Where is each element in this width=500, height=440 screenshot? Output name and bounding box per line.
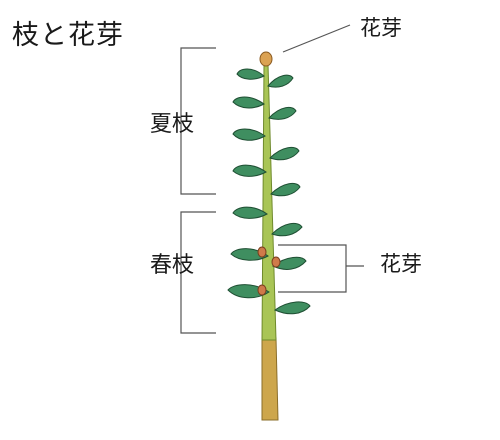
leaf bbox=[272, 256, 307, 270]
leaf bbox=[232, 96, 265, 109]
diagram-title: 枝と花芽 bbox=[12, 20, 124, 51]
leaf bbox=[270, 182, 301, 197]
spring-branch-label: 春枝 bbox=[150, 253, 195, 278]
leaf bbox=[274, 301, 311, 315]
terminal-flower-bud bbox=[259, 51, 273, 67]
axillary-bud bbox=[257, 284, 267, 296]
leaf bbox=[232, 206, 268, 219]
leaf bbox=[269, 146, 300, 161]
spring-branch-bracket bbox=[180, 211, 216, 334]
leaf bbox=[267, 74, 294, 88]
axillary-bud bbox=[257, 246, 267, 258]
terminal-bud-label: 花芽 bbox=[360, 16, 402, 40]
axillary-bud-label: 花芽 bbox=[380, 252, 422, 276]
summer-branch-label: 夏枝 bbox=[150, 112, 195, 137]
leaf bbox=[271, 222, 303, 237]
axillary-flower-buds bbox=[257, 246, 281, 296]
green-stem bbox=[261, 63, 277, 341]
leaf bbox=[236, 68, 265, 80]
leaf bbox=[232, 164, 267, 177]
terminal-bud-leader-line bbox=[282, 24, 351, 53]
summer-branch-bracket bbox=[180, 47, 216, 195]
axillary-bud-bracket bbox=[278, 244, 347, 293]
axillary-bud bbox=[271, 256, 281, 268]
old-wood-trunk bbox=[261, 337, 279, 421]
leaf bbox=[268, 106, 297, 120]
leaf bbox=[232, 128, 266, 141]
leaves-right bbox=[267, 74, 311, 315]
